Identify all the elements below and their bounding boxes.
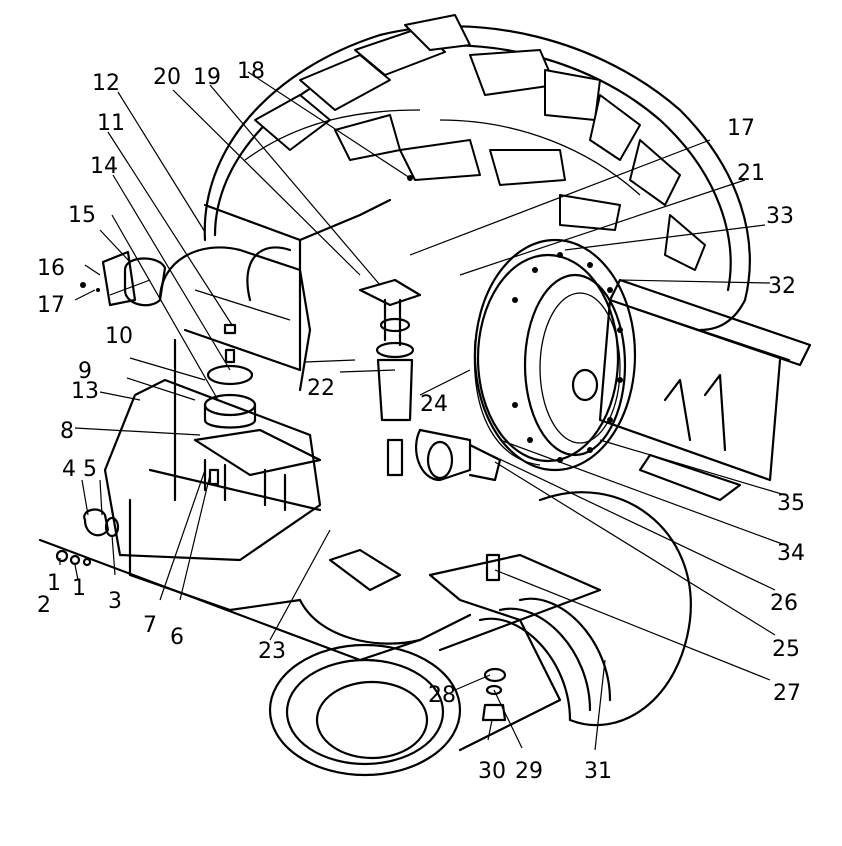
front-tire <box>268 491 692 777</box>
callout-24: 24 <box>420 392 448 417</box>
callout-17: 17 <box>37 293 65 318</box>
callout-16: 16 <box>37 256 65 281</box>
callouts: 1 1 2 3 4 5 6 7 8 9 10 11 12 13 14 15 16… <box>37 59 805 784</box>
callout-6: 6 <box>170 625 184 650</box>
callout-33: 33 <box>766 204 794 229</box>
callout-9: 9 <box>78 359 92 384</box>
callout-21: 21 <box>737 161 765 186</box>
callout-34: 34 <box>777 541 805 566</box>
callout-10: 10 <box>105 324 133 349</box>
callout-22: 22 <box>307 376 335 401</box>
callout-1: 1 <box>72 576 86 601</box>
rear-tire <box>203 14 751 332</box>
frame-rail <box>598 278 812 502</box>
callout-31: 31 <box>584 759 612 784</box>
callout-4: 4 <box>62 457 76 482</box>
callout-3: 3 <box>108 589 122 614</box>
leader-lines <box>59 71 786 751</box>
callout-18: 18 <box>237 59 265 84</box>
callout-28: 28 <box>428 683 456 708</box>
callout-26: 26 <box>770 591 798 616</box>
callout-27: 27 <box>773 681 801 706</box>
callout-1: 1 <box>47 571 61 596</box>
callout-8: 8 <box>60 419 74 444</box>
callout-15: 15 <box>68 203 96 228</box>
callout-2: 2 <box>37 593 51 618</box>
callout-30: 30 <box>478 759 506 784</box>
callout-17: 17 <box>727 116 755 141</box>
callout-23: 23 <box>258 639 286 664</box>
callout-13: 13 <box>71 379 99 404</box>
callout-29: 29 <box>515 759 543 784</box>
axle-housing <box>38 198 602 662</box>
callout-35: 35 <box>777 491 805 516</box>
callout-7: 7 <box>143 613 157 638</box>
callout-32: 32 <box>768 274 796 299</box>
callout-14: 14 <box>90 154 118 179</box>
callout-5: 5 <box>83 457 97 482</box>
callout-12: 12 <box>92 71 120 96</box>
callout-20: 20 <box>153 65 181 90</box>
callout-11: 11 <box>97 111 125 136</box>
callout-25: 25 <box>772 637 800 662</box>
wheel-hub <box>473 238 637 472</box>
callout-19: 19 <box>193 65 221 90</box>
